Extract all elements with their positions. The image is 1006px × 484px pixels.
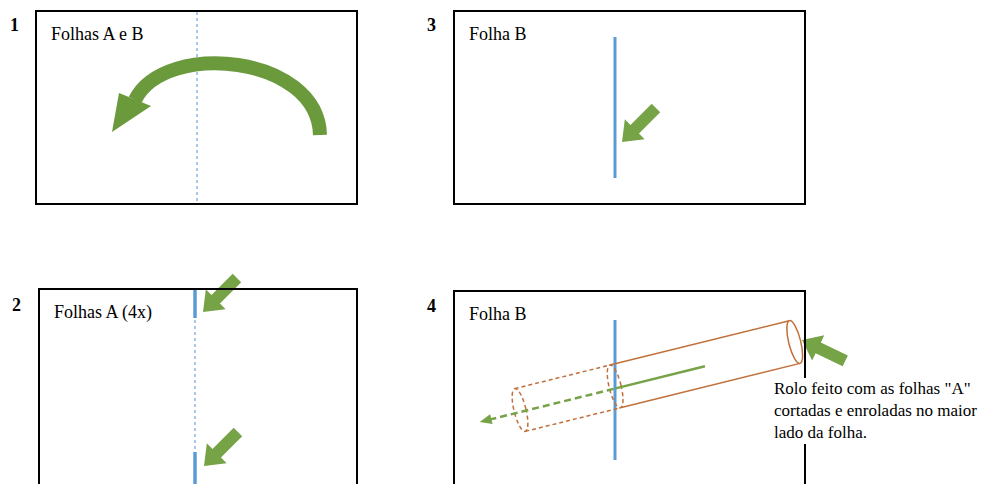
panel-title: Folha B <box>467 23 529 45</box>
pointer-arrow <box>194 422 248 476</box>
step-panel: Folha B <box>453 10 806 205</box>
step-number: 3 <box>427 14 436 36</box>
panel-title: Folha B <box>467 303 529 325</box>
step-panel: Folhas A (4x) <box>38 288 358 484</box>
cut-line <box>614 320 617 460</box>
fold-arrow <box>135 63 320 135</box>
panel-title: Folhas A e B <box>49 23 146 45</box>
cut-line <box>193 288 197 318</box>
step-panel: Folha B <box>453 290 806 484</box>
fold-arrow-head <box>112 93 151 132</box>
pointer-arrow <box>193 268 247 322</box>
step-panel: Folhas A e B <box>35 10 358 205</box>
step-number: 2 <box>12 294 21 316</box>
cut-line <box>193 452 197 484</box>
roll-caption: Rolo feito com as folhas "A" cortadas e … <box>772 378 1002 444</box>
step-number: 4 <box>427 295 436 317</box>
panel-title: Folhas A (4x) <box>52 301 154 323</box>
cut-line <box>614 37 617 178</box>
step-number: 1 <box>10 14 19 36</box>
pointer-arrow <box>612 98 666 152</box>
fold-line <box>194 290 196 484</box>
paper-roll <box>474 319 806 441</box>
fold-line <box>196 12 198 203</box>
